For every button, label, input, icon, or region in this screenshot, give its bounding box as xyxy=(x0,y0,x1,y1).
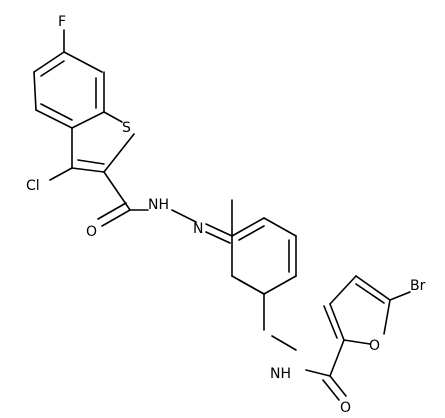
bond xyxy=(171,209,197,223)
bond xyxy=(49,167,73,181)
bond xyxy=(103,171,131,211)
bond xyxy=(71,111,105,129)
atom-labels: F S Cl O NH N Br O NH O xyxy=(26,14,426,416)
amide-oxygen-label: O xyxy=(340,400,351,416)
bond xyxy=(383,299,391,335)
imine-nitrogen-label: N xyxy=(193,221,203,237)
bond xyxy=(355,283,385,304)
bond xyxy=(238,279,265,295)
bond xyxy=(103,133,135,173)
bond xyxy=(35,109,73,129)
bond xyxy=(329,375,347,397)
bond xyxy=(205,231,231,244)
sulfur-label: S xyxy=(122,120,131,136)
hydrazide-nh-label: NH xyxy=(148,197,169,213)
bond xyxy=(205,223,233,237)
bromine-label: Br xyxy=(410,278,426,294)
bond xyxy=(271,335,297,351)
bond xyxy=(329,339,345,377)
bond xyxy=(263,217,297,237)
bond xyxy=(355,275,391,301)
bond xyxy=(389,291,411,301)
bond xyxy=(101,209,131,227)
bond xyxy=(231,217,265,237)
bond xyxy=(63,51,103,73)
bonds xyxy=(33,29,411,401)
bond xyxy=(329,275,357,305)
bond xyxy=(40,103,73,121)
bond xyxy=(238,225,265,241)
bond xyxy=(97,202,127,220)
hydrazide-oxygen-label: O xyxy=(86,224,97,240)
fluorine-label: F xyxy=(58,14,66,30)
bond xyxy=(40,60,65,77)
furan-oxygen-label: O xyxy=(369,338,380,354)
bond xyxy=(305,369,331,377)
bond xyxy=(343,339,371,345)
bond xyxy=(329,303,345,341)
bond xyxy=(77,159,105,165)
bond xyxy=(322,379,340,401)
bond xyxy=(71,167,105,173)
bond xyxy=(103,111,123,123)
chlorine-label: Cl xyxy=(26,178,40,194)
amide-nh-label: NH xyxy=(270,366,291,382)
bond xyxy=(323,305,338,339)
bond xyxy=(33,51,65,73)
bond xyxy=(33,71,37,111)
bond xyxy=(263,275,297,295)
